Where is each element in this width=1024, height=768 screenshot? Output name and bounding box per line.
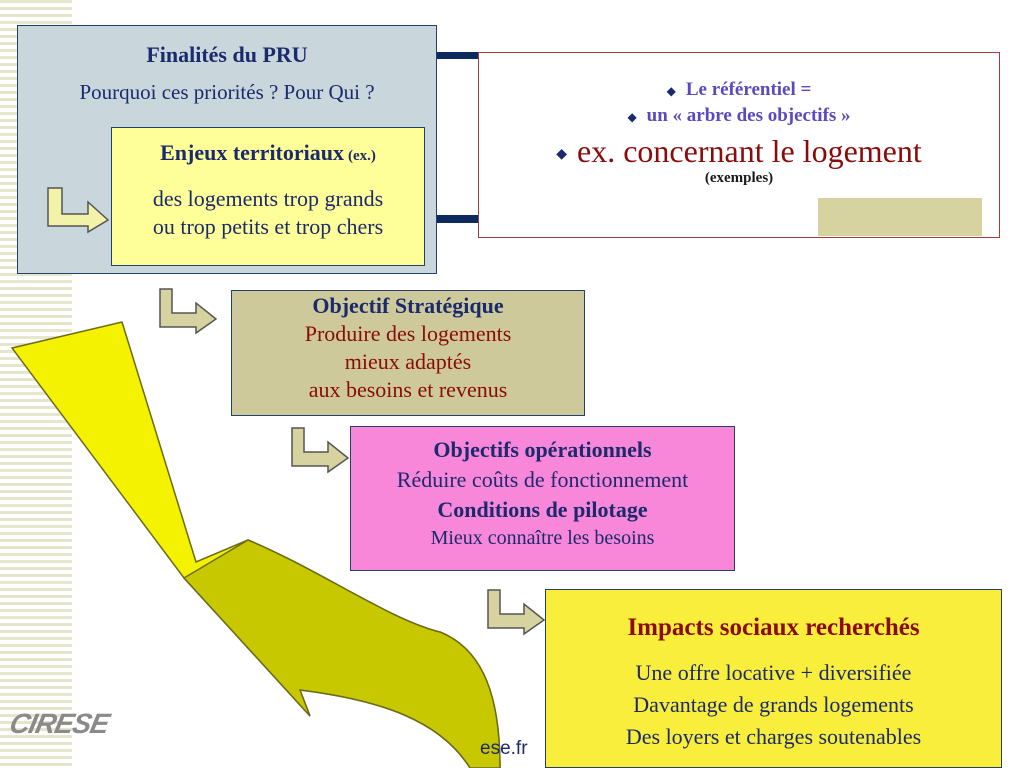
strat-line-2: mieux adaptés bbox=[344, 349, 472, 374]
diamond-bullet-icon: ◆ bbox=[556, 147, 568, 163]
diamond-bullet-icon: ◆ bbox=[627, 110, 637, 124]
arrow-icon-2 bbox=[159, 288, 218, 335]
pru-question: Pourquoi ces priorités ? Pour Qui ? bbox=[79, 80, 375, 104]
referentiel-box: ◆ Le référentiel = ◆ un « arbre des object… bbox=[478, 52, 1000, 238]
strat-line-1: Produire des logements bbox=[304, 321, 512, 346]
arrow-icon-3 bbox=[291, 427, 350, 474]
impacts-title: Impacts sociaux recherchés bbox=[627, 614, 920, 641]
oper-title-2: Conditions de pilotage bbox=[437, 497, 648, 522]
ref-line-3: ex. concernant le logement bbox=[577, 133, 922, 169]
strat-line-3: aux besoins et revenus bbox=[308, 377, 508, 402]
impacts-line-2: Davantage de grands logements bbox=[633, 692, 914, 717]
lightning-shadow bbox=[182, 539, 501, 768]
strat-title: Objectif Stratégique bbox=[312, 293, 504, 318]
oper-line-2: Mieux connaître les besoins bbox=[430, 527, 655, 549]
impacts-box: Impacts sociaux recherchés Une offre loc… bbox=[545, 589, 1002, 768]
arrow-icon-4 bbox=[487, 589, 546, 636]
diamond-bullet-icon: ◆ bbox=[666, 84, 676, 98]
enjeux-title: Enjeux territoriaux bbox=[160, 140, 344, 165]
operationnels-box: Objectifs opérationnels Réduire coûts de… bbox=[350, 426, 735, 571]
cirese-logo: CIRESE bbox=[6, 708, 112, 739]
enjeux-box: Enjeux territoriaux (ex.) des logements … bbox=[111, 127, 425, 266]
strategique-box: Objectif Stratégique Produire des logeme… bbox=[231, 290, 585, 416]
impacts-line-3: Des loyers et charges soutenables bbox=[625, 724, 922, 749]
oper-line-1: Réduire coûts de fonctionnement bbox=[396, 467, 689, 492]
oper-title: Objectifs opérationnels bbox=[433, 437, 652, 462]
enjeux-line-2: ou trop petits et trop chers bbox=[152, 214, 384, 239]
enjeux-title-suffix: (ex.) bbox=[348, 148, 376, 164]
decorative-rect bbox=[818, 198, 982, 236]
footer-url: ese.fr bbox=[480, 738, 528, 759]
ref-line-2: un « arbre des objectifs » bbox=[646, 105, 851, 126]
enjeux-line-1: des logements trop grands bbox=[152, 186, 384, 211]
arrow-icon-1 bbox=[47, 187, 110, 234]
impacts-line-1: Une offre locative + diversifiée bbox=[635, 660, 912, 685]
ref-line-1: Le référentiel = bbox=[685, 79, 812, 100]
pru-title: Finalités du PRU bbox=[146, 42, 308, 67]
ref-line-4: (exemples) bbox=[704, 170, 774, 186]
